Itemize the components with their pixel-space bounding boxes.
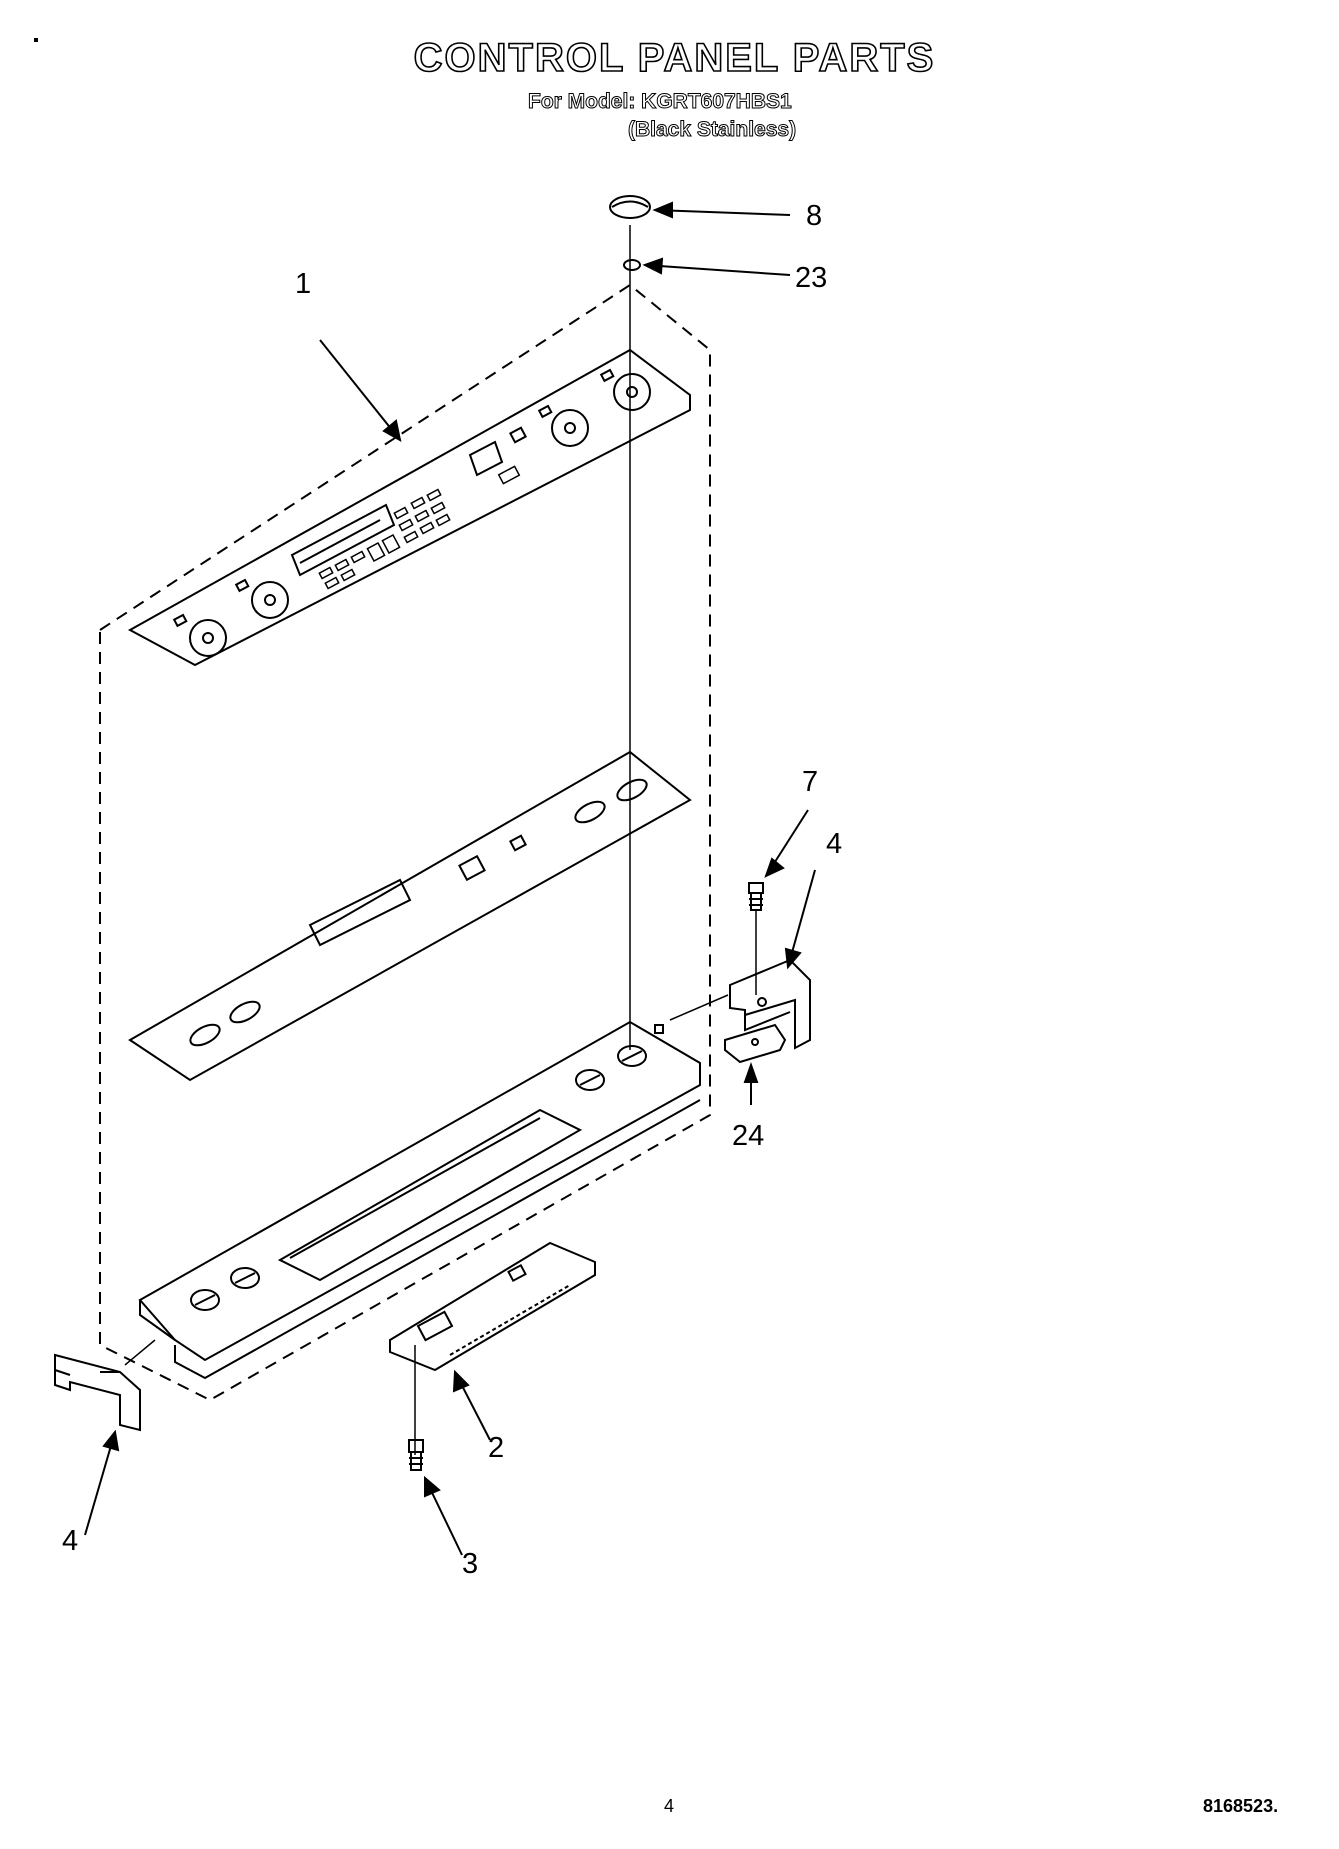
callout-7: 7 [802,766,819,798]
end-cap-right-part-4 [729,958,811,1050]
page-number: 4 [664,1796,675,1816]
control-board-part-2 [389,1241,596,1455]
end-cap-left-part-4 [54,1353,141,1432]
assembly-boundary [99,283,711,1402]
faceplate-overlay-part-1 [127,348,691,667]
screw-part-7 [748,882,764,995]
variant-line: (Black Stainless) [627,118,797,142]
knob-part-8 [609,195,651,219]
screw-part-3 [408,1439,424,1471]
console-housing [138,1020,701,1380]
callout-23: 23 [795,262,828,294]
document-number: 8168523. [1203,1796,1279,1816]
callout-4-left: 4 [62,1525,79,1557]
callout-4-right: 4 [826,828,843,860]
page-title: CONTROL PANEL PARTS [413,35,936,81]
stray-mark [34,38,38,42]
washer-part-23 [623,259,641,271]
panel-gasket [128,750,692,1082]
callout-8: 8 [806,200,823,232]
callout-3: 3 [462,1548,479,1580]
callout-1: 1 [295,268,312,300]
callout-2: 2 [488,1432,505,1464]
model-line: For Model: KGRT607HBS1 [528,90,793,114]
callout-24: 24 [732,1120,765,1152]
clip-part-24 [724,1023,787,1064]
